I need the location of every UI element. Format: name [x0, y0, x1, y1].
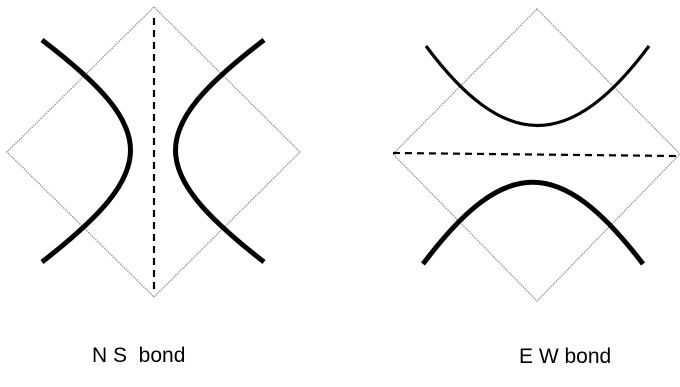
ew-top-curve: [424, 45, 651, 127]
ns-left-curve: [40, 38, 133, 264]
ew-bond-panel: [392, 8, 680, 303]
ew-bond-line: [392, 151, 678, 158]
ew-bond-label: E W bond: [519, 345, 612, 368]
ns-right-curve: [173, 38, 266, 264]
ns-bond-label: N S bond: [92, 344, 186, 367]
ns-bond-panel: [6, 6, 301, 298]
ew-diamond-outline: [392, 8, 680, 303]
ew-bottom-curve: [421, 179, 645, 266]
